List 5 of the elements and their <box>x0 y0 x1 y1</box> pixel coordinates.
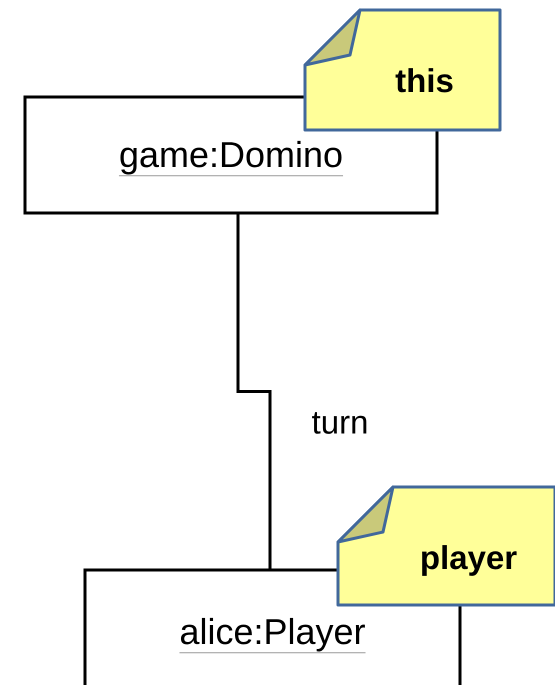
edge-label: turn <box>312 412 366 434</box>
object-box: game:Domino <box>24 96 438 214</box>
note: this <box>304 8 502 132</box>
link-line <box>236 214 272 568</box>
note: player <box>336 486 555 606</box>
